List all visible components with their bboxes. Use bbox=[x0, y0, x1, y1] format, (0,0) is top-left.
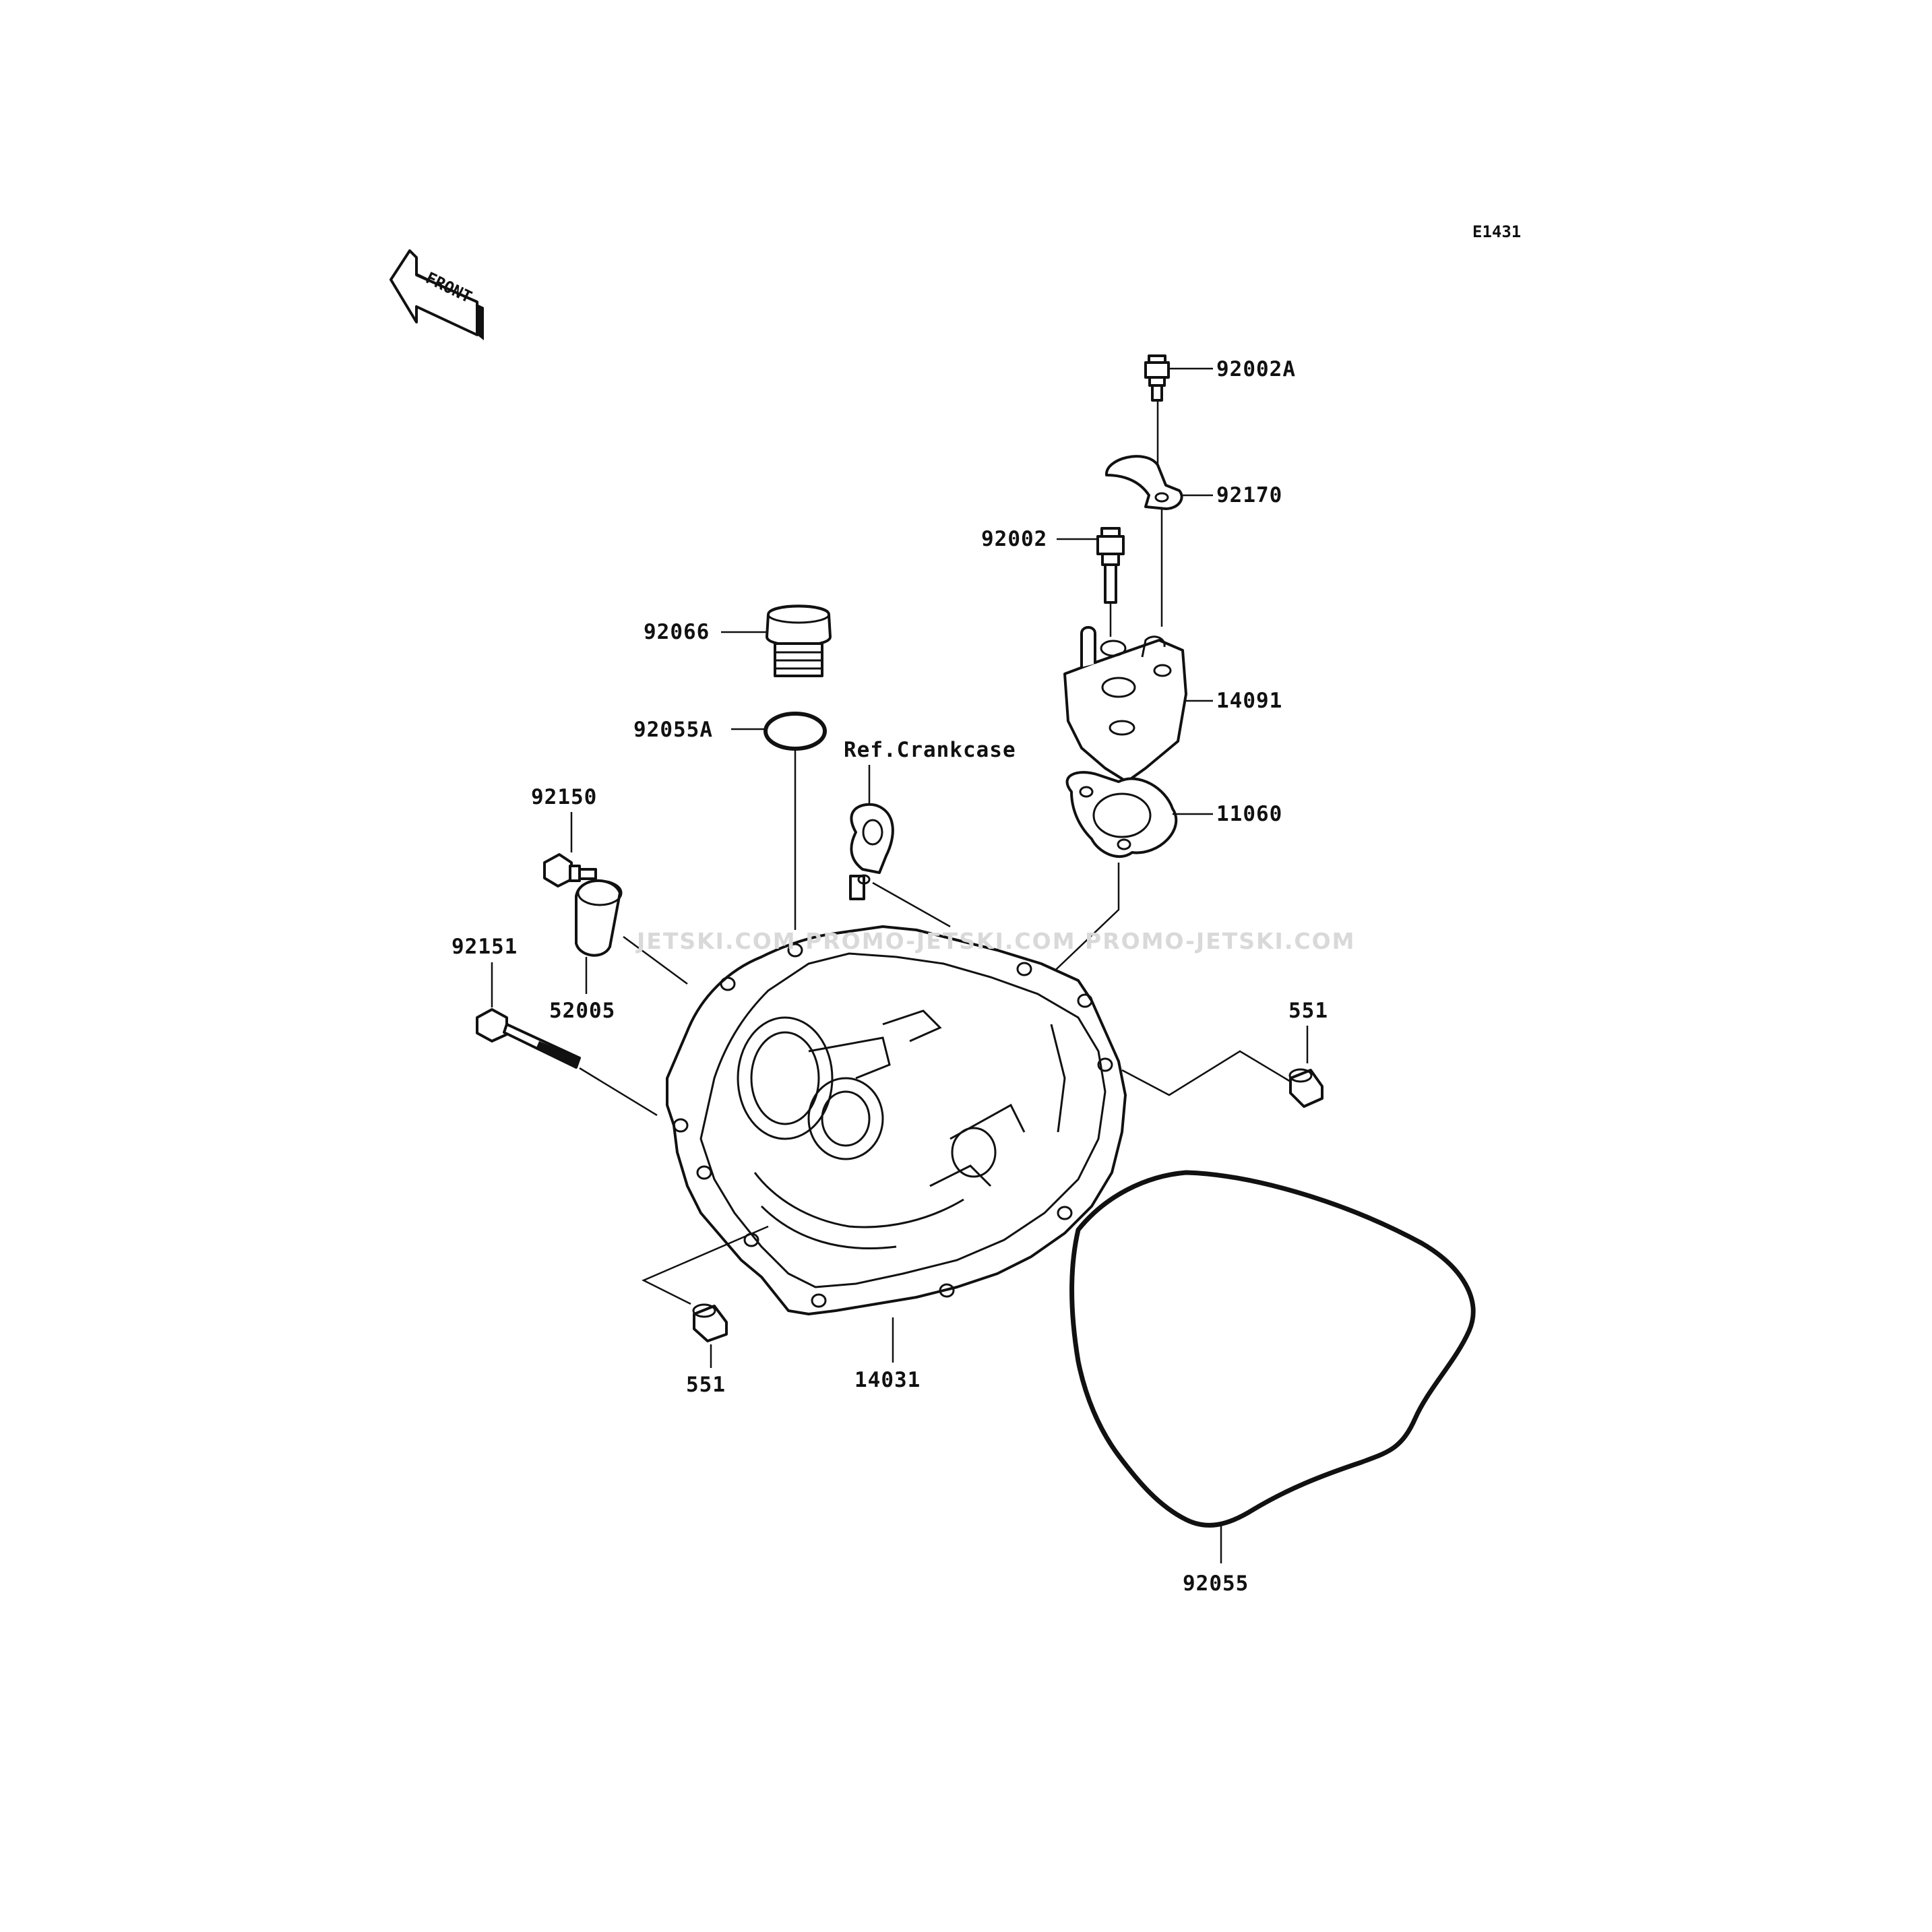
front-arrow-icon: FRONT bbox=[389, 249, 484, 340]
bolt-92150-icon bbox=[543, 853, 597, 887]
gasket-92055-icon bbox=[1069, 1170, 1476, 1528]
label-92055a: 92055A bbox=[633, 718, 713, 742]
label-92150: 92150 bbox=[531, 785, 597, 809]
label-551-right: 551 bbox=[1288, 999, 1328, 1023]
diagram-code: E1431 bbox=[1472, 222, 1521, 241]
clamp-92170-icon bbox=[1105, 455, 1183, 510]
label-92066: 92066 bbox=[644, 620, 710, 644]
gasket-11060-icon bbox=[1065, 771, 1178, 858]
bolt-92151-icon bbox=[476, 1008, 581, 1069]
label-52005: 52005 bbox=[549, 999, 615, 1023]
label-92002: 92002 bbox=[981, 527, 1047, 551]
label-92151: 92151 bbox=[451, 935, 518, 959]
plug-92066-icon bbox=[766, 604, 832, 677]
ref-crankcase-ring-icon bbox=[849, 803, 894, 900]
label-92170: 92170 bbox=[1216, 483, 1282, 507]
label-14091: 14091 bbox=[1216, 689, 1282, 713]
label-11060: 11060 bbox=[1216, 802, 1282, 826]
dowel-551-right-icon bbox=[1288, 1068, 1323, 1108]
ref-crankcase-label: Ref.Crankcase bbox=[844, 738, 1016, 762]
cap-52005-icon bbox=[575, 879, 623, 957]
label-551-left: 551 bbox=[686, 1373, 726, 1397]
bolt-92002a-icon bbox=[1144, 354, 1170, 402]
watermark: JETSKI.COM PROMO-JETSKI.COM PROMO-JETSKI… bbox=[635, 928, 1355, 954]
label-14031: 14031 bbox=[854, 1368, 921, 1392]
outlet-14091-icon bbox=[1063, 626, 1187, 783]
cover-14031-icon bbox=[666, 925, 1127, 1315]
label-92002a: 92002A bbox=[1216, 357, 1296, 381]
label-92055: 92055 bbox=[1183, 1571, 1249, 1596]
bolt-92002-icon bbox=[1096, 527, 1125, 604]
oring-92055a-icon bbox=[764, 712, 827, 751]
dowel-551-left-icon bbox=[692, 1303, 728, 1342]
